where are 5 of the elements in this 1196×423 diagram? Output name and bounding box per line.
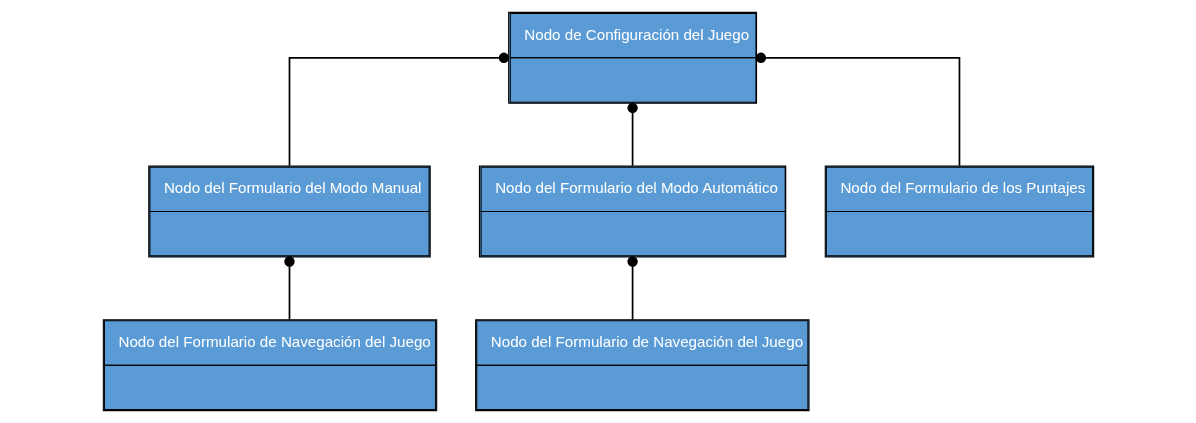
connector: [755, 52, 960, 167]
connector: [626, 256, 638, 321]
connector: [283, 256, 295, 321]
connector: [626, 102, 638, 167]
connector: [288, 52, 509, 167]
